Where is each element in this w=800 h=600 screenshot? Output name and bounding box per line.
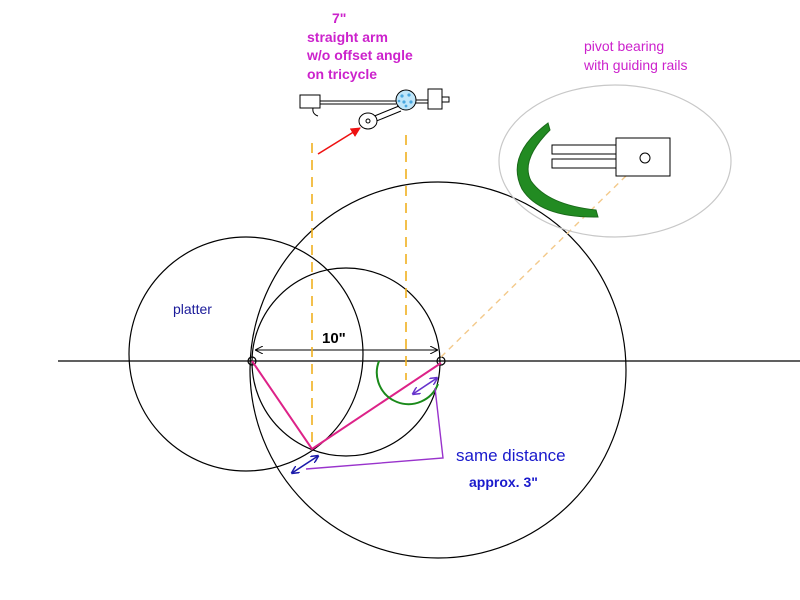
arm-description-line3: on tricycle xyxy=(307,66,377,82)
outer-circle xyxy=(249,181,627,559)
bearing-hole xyxy=(639,152,651,164)
tonearm-illustration xyxy=(299,88,450,130)
platter-label: platter xyxy=(173,301,212,317)
platter-circle xyxy=(128,236,364,472)
arm-length-label: 7" xyxy=(332,10,346,26)
counterweight xyxy=(427,88,443,110)
pivot-link-dashes xyxy=(440,171,631,358)
same-distance-bracket xyxy=(305,387,444,470)
guiding-rail-icon xyxy=(516,122,599,218)
bearing-rail-lower xyxy=(551,158,617,169)
pivot-label-line1: pivot bearing xyxy=(584,38,664,54)
pivot-label-line2: with guiding rails xyxy=(583,57,688,73)
arm-description-line2: w/o offset angle xyxy=(306,47,413,63)
approx-label: approx. 3" xyxy=(469,474,538,490)
headshell xyxy=(299,94,321,109)
trike-wheel-icon xyxy=(358,112,378,130)
arm-geometry-line xyxy=(251,360,442,451)
bearing-rail-upper xyxy=(551,144,617,155)
left-double-arrow xyxy=(292,456,318,473)
pivot-bubble xyxy=(498,84,732,238)
same-distance-label: same distance xyxy=(456,446,566,465)
arm-description-line1: straight arm xyxy=(307,29,388,45)
distance-label: 10" xyxy=(322,330,346,347)
right-double-arrow xyxy=(413,378,437,394)
red-pointer-arrow xyxy=(317,127,361,155)
arm-reach-circle xyxy=(251,267,441,457)
